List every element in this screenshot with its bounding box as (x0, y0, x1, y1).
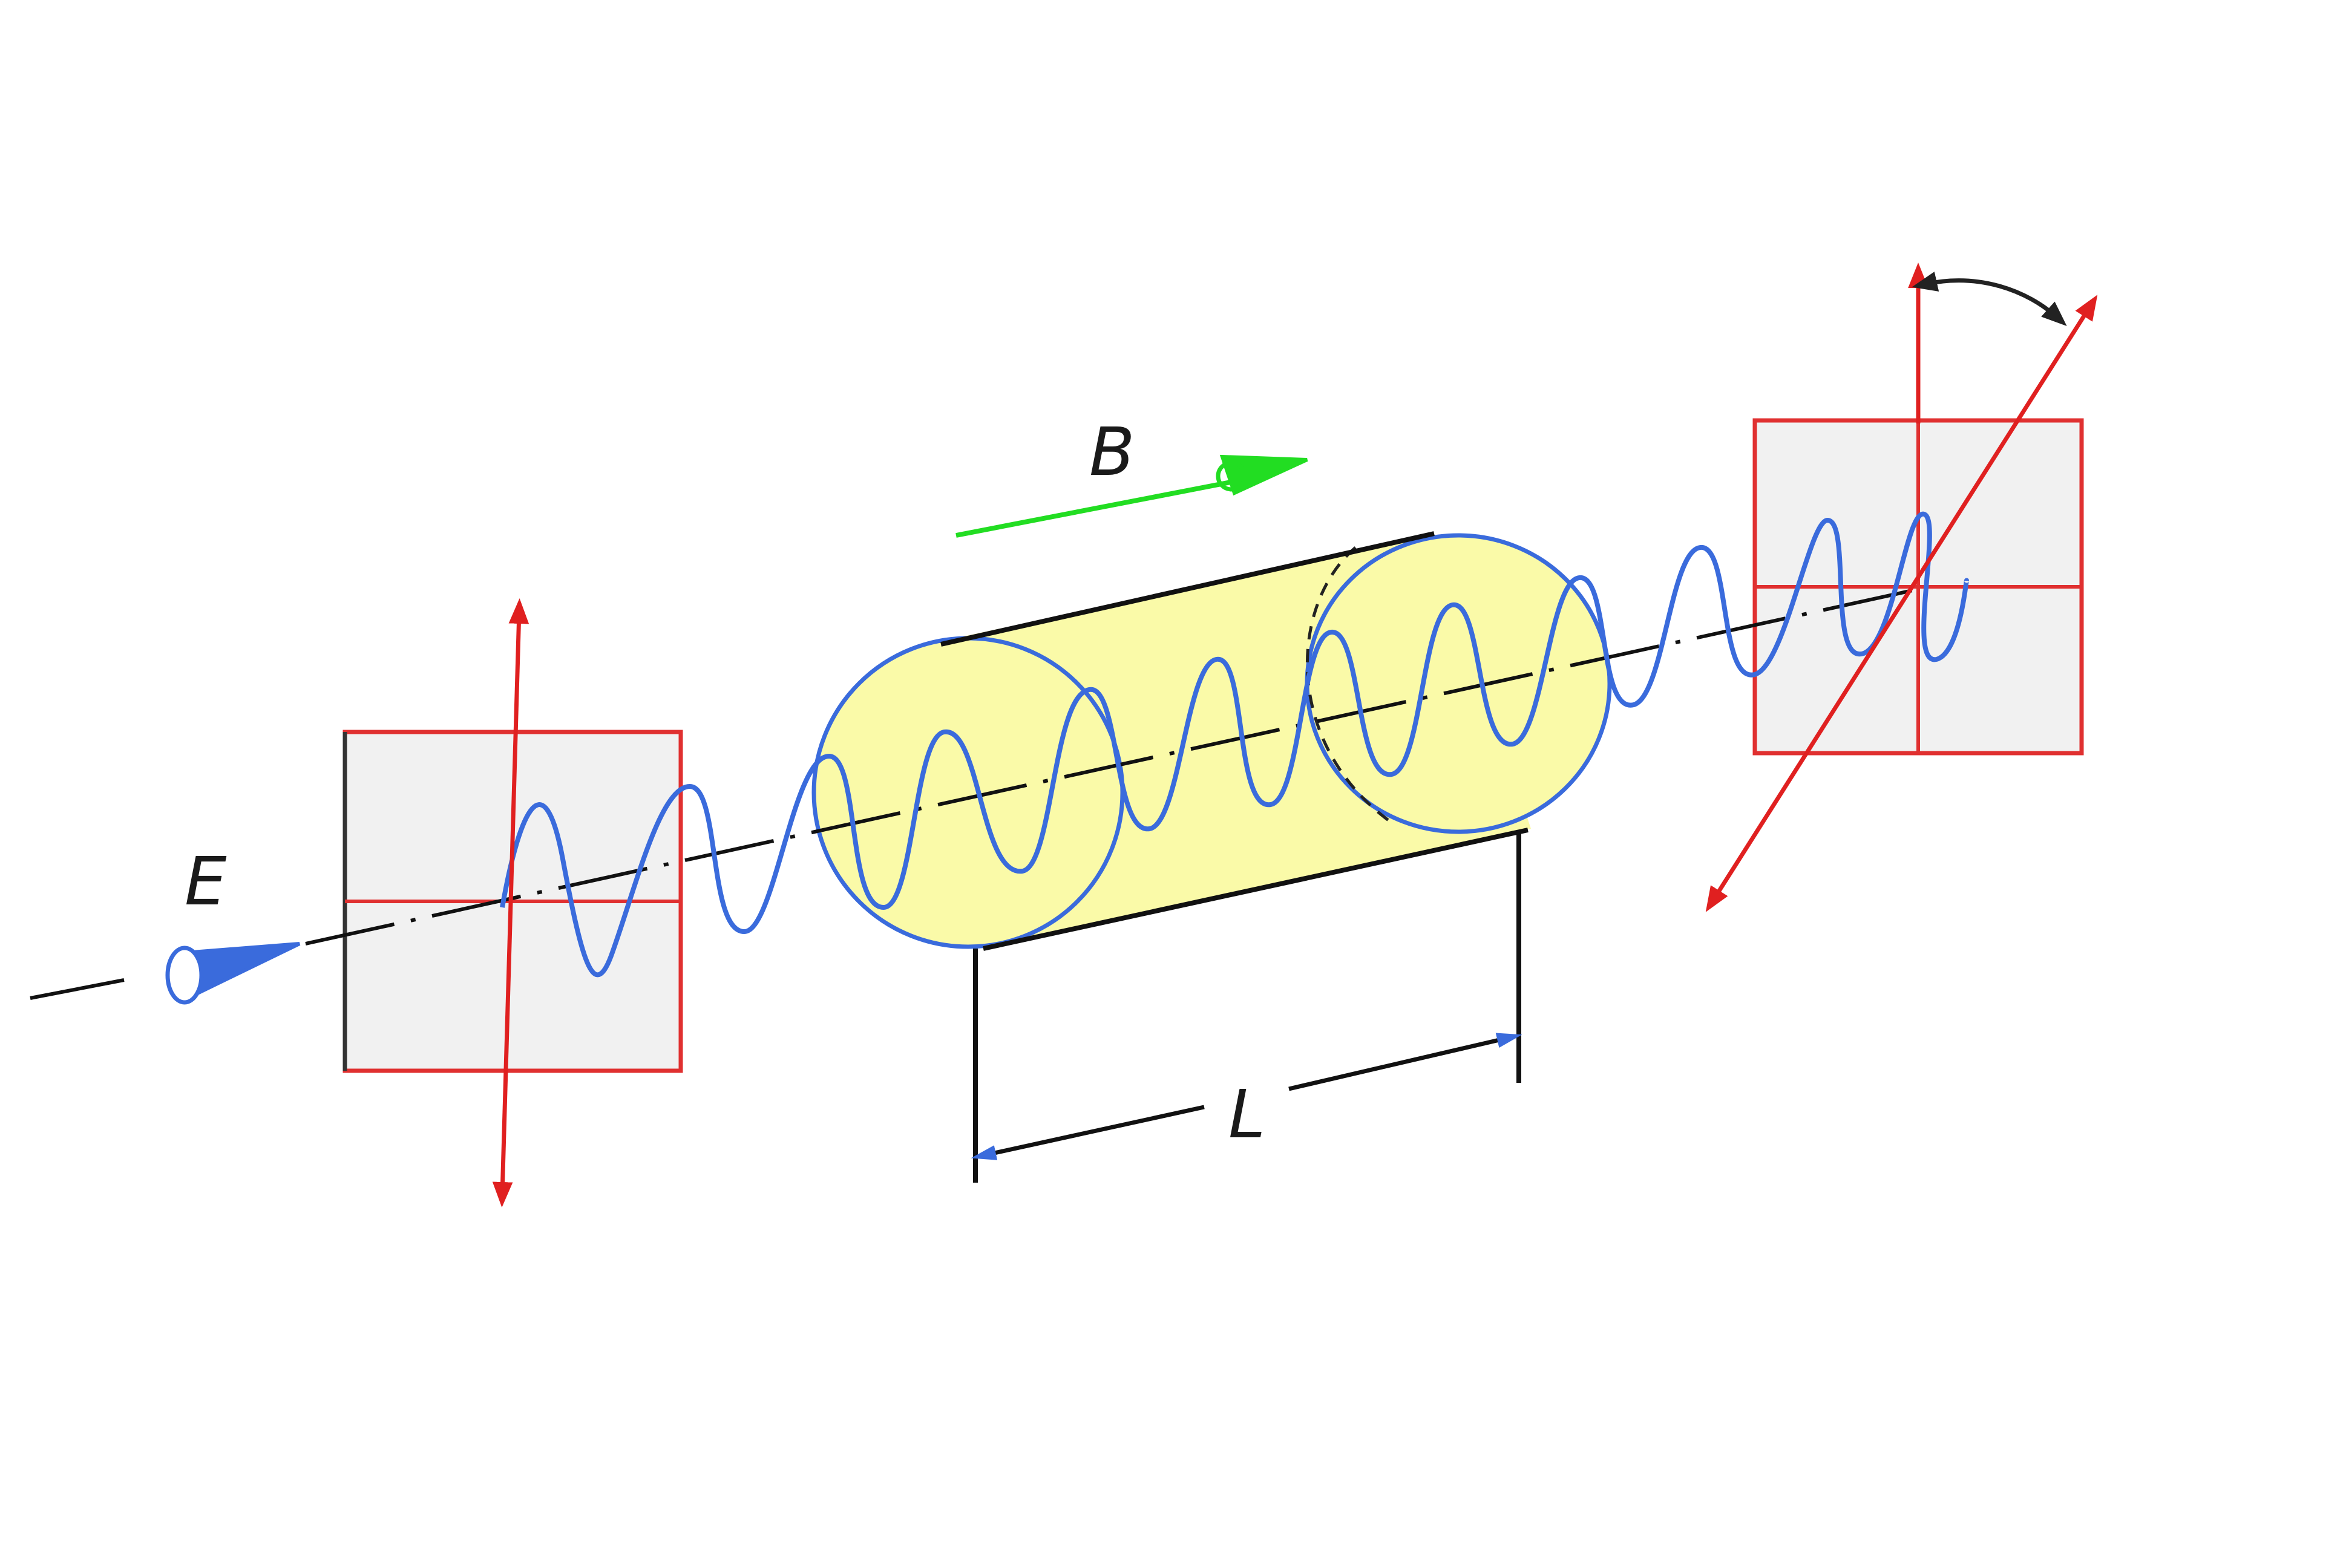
magnetic-field-arrow-shaft (955, 475, 1253, 538)
magneto-optic-medium (811, 531, 1612, 951)
light-cone-base (165, 946, 204, 1005)
curved-double-arrow-icon (1912, 272, 2067, 327)
medium-bottom-edge (983, 828, 1529, 951)
length-dimension (971, 830, 1522, 1183)
output-polarizer (1752, 418, 2084, 756)
magnetic-field-arrow (955, 454, 1308, 538)
medium-front-face (811, 636, 1125, 949)
field-b-label: B (1089, 413, 1135, 491)
field-e-label: E (185, 843, 227, 920)
input-polarization-arrow (492, 598, 529, 1207)
optical-axis-line (305, 588, 1916, 946)
optical-axis-start-segment (30, 978, 125, 1000)
output-polarization-rotated-arrow (1705, 295, 2098, 912)
length-dimension-line-right (1288, 1033, 1522, 1091)
magnetic-field-arrow-knot (1216, 460, 1247, 492)
length-label: L (1228, 1076, 1265, 1153)
medium-top-edge (940, 531, 1435, 647)
length-dimension-line-left (971, 1105, 1205, 1160)
light-cone-icon (165, 942, 301, 1005)
optical-axis (30, 588, 1916, 1000)
